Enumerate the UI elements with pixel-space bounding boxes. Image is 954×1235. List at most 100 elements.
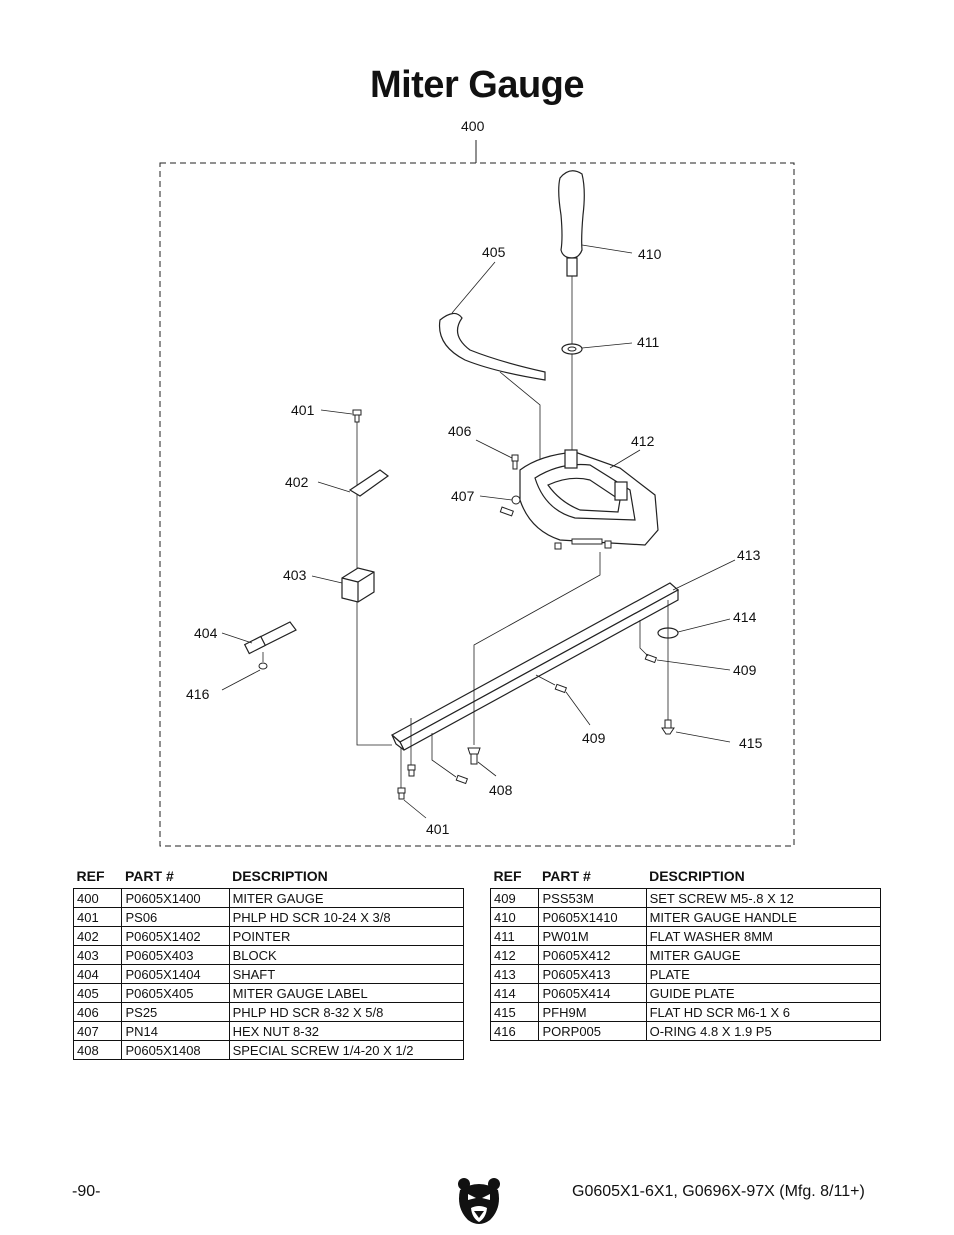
col-header-part: PART # [541, 868, 591, 884]
callout-400: 400 [461, 118, 485, 134]
callout-405: 405 [482, 244, 506, 260]
o-ring-part [258, 662, 268, 670]
part-cell: P0605X412 [538, 945, 647, 965]
part-cell: PORP005 [538, 1021, 647, 1041]
callout-413: 413 [737, 547, 761, 563]
callout-408: 408 [489, 782, 513, 798]
part-cell: P0605X1408 [121, 1040, 230, 1060]
part-cell: PN14 [121, 1021, 230, 1041]
miter-gauge-body-part [519, 449, 659, 546]
description-cell: SPECIAL SCREW 1/4-20 X 1/2 [228, 1040, 465, 1060]
special-screw-part [467, 747, 481, 765]
ref-cell: 411 [489, 926, 540, 946]
part-cell: P0605X1400 [121, 888, 230, 908]
callout-403: 403 [283, 567, 307, 583]
part-cell: P0605X1410 [538, 907, 647, 927]
description-cell: SHAFT [228, 964, 465, 984]
callout-401-bottom: 401 [426, 821, 450, 837]
description-cell: POINTER [228, 926, 465, 946]
ref-cell: 408 [72, 1040, 123, 1060]
ref-cell: 412 [489, 945, 540, 965]
ref-cell: 402 [72, 926, 123, 946]
ref-cell: 414 [489, 983, 540, 1003]
page-number: -90- [72, 1183, 101, 1200]
page-title: Miter Gauge [369, 64, 585, 106]
description-cell: O-RING 4.8 X 1.9 P5 [645, 1021, 882, 1041]
callout-407: 407 [451, 488, 475, 504]
ref-cell: 416 [489, 1021, 540, 1041]
col-header-part: PART # [124, 868, 174, 884]
callout-412: 412 [631, 433, 655, 449]
set-screw-part [455, 653, 658, 785]
part-cell: P0605X413 [538, 964, 647, 984]
part-cell: PW01M [538, 926, 647, 946]
ref-cell: 407 [72, 1021, 123, 1041]
description-cell: PHLP HD SCR 8-32 X 5/8 [228, 1002, 465, 1022]
callout-409-middle: 409 [582, 730, 606, 746]
ref-cell: 401 [72, 907, 123, 927]
ref-cell: 400 [72, 888, 123, 908]
miter-gauge-label-part [438, 312, 546, 381]
ref-cell: 410 [489, 907, 540, 927]
ref-cell: 415 [489, 1002, 540, 1022]
description-cell: MITER GAUGE LABEL [228, 983, 465, 1003]
part-cell: P0605X405 [121, 983, 230, 1003]
screw-401-bottom-part [397, 764, 416, 800]
description-cell: GUIDE PLATE [645, 983, 882, 1003]
col-header-description: DESCRIPTION [649, 868, 745, 884]
description-cell: BLOCK [228, 945, 465, 965]
callout-415: 415 [739, 735, 763, 751]
description-cell: SET SCREW M5-.8 X 12 [645, 888, 882, 908]
ref-cell: 403 [72, 945, 123, 965]
ref-cell: 409 [489, 888, 540, 908]
callout-402: 402 [285, 474, 309, 490]
miter-gauge-handle-part [558, 170, 585, 277]
shaft-part [243, 621, 297, 655]
flat-head-screw-part [661, 719, 675, 735]
description-cell: HEX NUT 8-32 [228, 1021, 465, 1041]
part-cell: PS25 [121, 1002, 230, 1022]
part-cell: PSS53M [538, 888, 647, 908]
block-part [341, 567, 375, 603]
part-cell: P0605X414 [538, 983, 647, 1003]
callout-404: 404 [194, 625, 218, 641]
col-header-ref: REF [76, 868, 105, 884]
part-cell: PFH9M [538, 1002, 647, 1022]
description-cell: MITER GAUGE HANDLE [645, 907, 882, 927]
col-header-ref: REF [493, 868, 522, 884]
ref-cell: 405 [72, 983, 123, 1003]
screw-401-top-part [352, 409, 362, 423]
hex-nut-part [511, 495, 521, 505]
description-cell: PHLP HD SCR 10-24 X 3/8 [228, 907, 465, 927]
part-cell: P0605X1404 [121, 964, 230, 984]
plate-bar-part [390, 582, 680, 751]
ref-cell: 404 [72, 964, 123, 984]
callout-416: 416 [186, 686, 210, 702]
description-cell: MITER GAUGE [645, 945, 882, 965]
description-cell: FLAT HD SCR M6-1 X 6 [645, 1002, 882, 1022]
pointer-part [348, 469, 390, 497]
part-cell: P0605X403 [121, 945, 230, 965]
screw-406-part [511, 454, 519, 470]
callout-410: 410 [638, 246, 662, 262]
description-cell: FLAT WASHER 8MM [645, 926, 882, 946]
model-info: G0605X1-6X1, G0696X-97X (Mfg. 8/11+) [572, 1183, 865, 1200]
